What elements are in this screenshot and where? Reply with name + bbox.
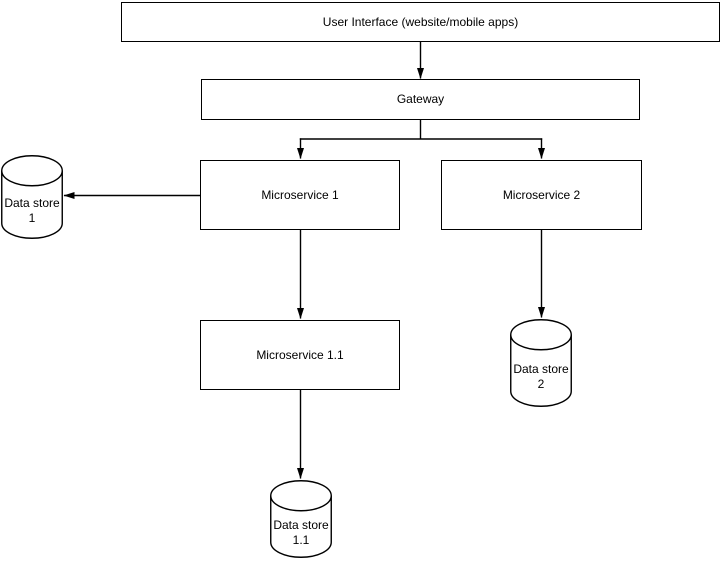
cylinder-icon <box>1 155 63 239</box>
node-data-store-1-label: Data store 1 <box>4 195 60 225</box>
node-microservice-1-1: Microservice 1.1 <box>200 320 400 390</box>
node-data-store-1-1: Data store 1.1 <box>270 480 332 558</box>
node-microservice-1-1-label: Microservice 1.1 <box>256 347 344 362</box>
node-microservice-2-label: Microservice 2 <box>502 187 581 202</box>
node-microservice-2: Microservice 2 <box>441 160 642 230</box>
node-microservice-1-label: Microservice 1 <box>261 187 339 202</box>
node-data-store-2: Data store 2 <box>510 319 572 407</box>
cylinder-icon <box>510 319 572 407</box>
node-user-interface-label: User Interface (website/mobile apps) <box>322 14 519 29</box>
node-gateway: Gateway <box>201 79 640 120</box>
node-data-store-2-label: Data store 2 <box>513 361 569 391</box>
node-gateway-label: Gateway <box>396 92 445 106</box>
node-data-store-1-1-label: Data store 1.1 <box>273 517 329 547</box>
node-data-store-1: Data store 1 <box>1 155 63 239</box>
cylinder-icon <box>270 480 332 558</box>
node-microservice-1: Microservice 1 <box>200 160 400 230</box>
node-user-interface: User Interface (website/mobile apps) <box>121 2 720 42</box>
